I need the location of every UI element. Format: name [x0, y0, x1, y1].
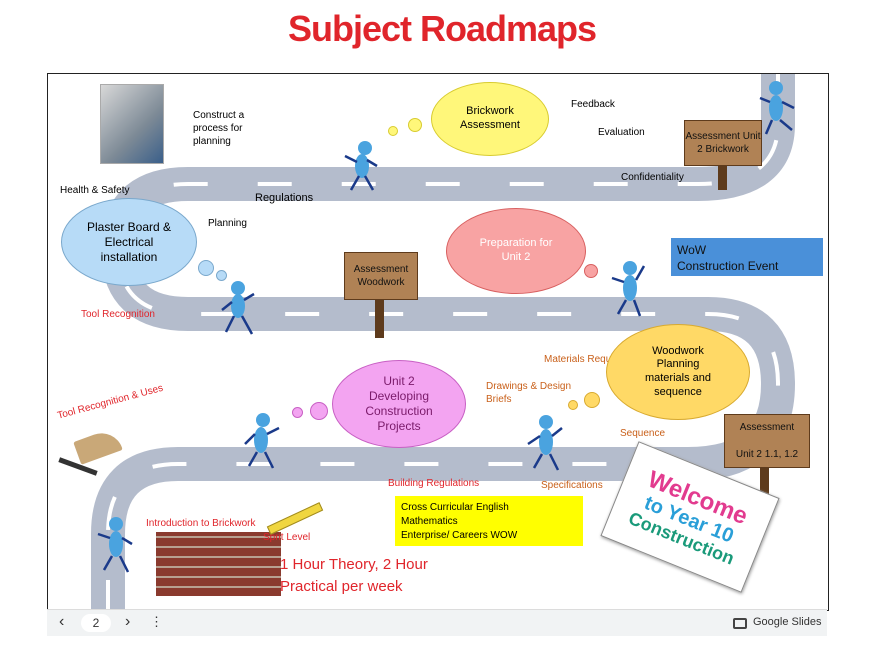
label-planning: Planning: [208, 218, 247, 229]
label-regulations: Regulations: [255, 192, 314, 204]
cloud-bubble: [568, 400, 578, 410]
cloud-bubble: [198, 260, 214, 276]
slide-canvas: Construct a process for planning Health …: [47, 73, 829, 611]
cloud-plaster-board: Plaster Board & Electrical installation: [61, 198, 197, 286]
cloud-bubble: [584, 392, 600, 408]
cloud-bubble: [408, 118, 422, 132]
vertical-dots-icon[interactable]: ⋮: [150, 614, 163, 629]
slides-icon: [733, 618, 747, 629]
cloud-brickwork-assessment: Brickwork Assessment: [431, 82, 549, 156]
cloud-bubble: [216, 270, 227, 281]
sign-assessment-unit2-brickwork: Assessment Unit 2 Brickwork: [684, 120, 762, 166]
cloud-bubble: [388, 126, 398, 136]
electrical-photo: [100, 84, 164, 164]
label-health-safety: Health & Safety: [60, 185, 130, 196]
label-drawings-design: Drawings & Design Briefs: [486, 381, 572, 405]
cloud-bubble: [292, 407, 303, 418]
label-construct-process: Construct a process for planning: [193, 110, 245, 147]
label-sprit-level: Sprit Level: [263, 532, 311, 543]
cross-curricular-line: Mathematics: [401, 516, 458, 527]
label-feedback: Feedback: [571, 99, 615, 110]
cross-curricular-box: Cross Curricular English Mathematics Ent…: [395, 496, 583, 546]
runner-figure: [611, 261, 646, 317]
cross-curricular-line: Cross Curricular English: [401, 502, 509, 513]
chevron-left-icon[interactable]: ‹: [59, 613, 65, 630]
label-confidentiality: Confidentiality: [621, 172, 684, 183]
brickwork-photo: [156, 532, 281, 596]
sign-post: [718, 154, 727, 190]
sign-assessment-unit2-11-12: Assessment Unit 2 1.1, 1.2: [724, 414, 810, 468]
trowel-image: [56, 427, 126, 488]
wow-construction-event: WoW Construction Event: [671, 238, 823, 276]
cross-curricular-line: Enterprise/ Careers WOW: [401, 530, 518, 541]
label-intro-brickwork: Introduction to Brickwork: [146, 518, 256, 529]
page-number[interactable]: 2: [81, 614, 111, 632]
cloud-bubble: [584, 264, 598, 278]
runner-figure: [527, 415, 563, 471]
chevron-right-icon[interactable]: ›: [125, 613, 131, 630]
hours-text-line1: 1 Hour Theory, 2 Hour: [280, 556, 428, 573]
sign-post: [760, 458, 769, 498]
runner-figure: [97, 517, 133, 573]
cloud-unit2-developing: Unit 2 Developing Construction Projects: [332, 360, 466, 448]
hours-text-line2: Practical per week: [280, 577, 403, 595]
label-specifications: Specifications: [541, 480, 603, 491]
hours-text: 1 Hour Theory, 2 Hour Practical per week: [280, 554, 428, 598]
runner-figure: [759, 81, 795, 135]
slides-bottom-bar: ‹ 2 › ⋮ Google Slides: [47, 609, 827, 636]
cloud-preparation-unit2: Preparation for Unit 2: [446, 208, 586, 294]
runner-figure: [244, 413, 280, 469]
label-building-regulations: Building Regulations: [388, 478, 480, 489]
label-tool-recognition: Tool Recognition: [81, 309, 155, 320]
runner-figure: [344, 141, 378, 191]
label-sequence: Sequence: [620, 428, 666, 439]
cloud-woodwork-planning: Woodwork Planning materials and sequence: [606, 324, 750, 420]
sign-assessment-woodwork: Assessment Woodwork: [344, 252, 418, 300]
road-path: [91, 74, 795, 610]
label-evaluation: Evaluation: [598, 127, 645, 138]
google-slides-label[interactable]: Google Slides: [753, 616, 822, 628]
cloud-bubble: [310, 402, 328, 420]
runner-figure: [221, 281, 255, 335]
sign-post: [375, 294, 384, 338]
label-materials-required: Materials Required: [544, 354, 628, 365]
page-title: Subject Roadmaps: [287, 8, 597, 49]
